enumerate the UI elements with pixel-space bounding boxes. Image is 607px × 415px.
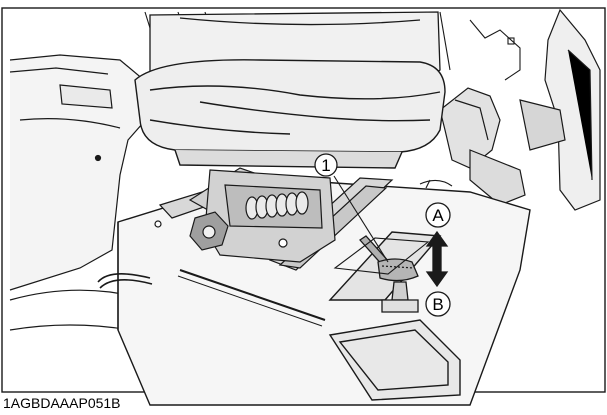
- callout-lever-label: 1: [321, 156, 330, 175]
- up-down-arrow: [425, 230, 449, 288]
- callout-leaders: [333, 175, 389, 263]
- cab-left-panel: [9, 54, 161, 331]
- figure-code: 1AGBDAAAP051B: [3, 395, 121, 411]
- suspension-mechanism: [154, 169, 336, 263]
- callout-down: B: [425, 291, 451, 317]
- seat-cushion: [134, 59, 446, 169]
- callout-down-label: B: [432, 295, 443, 314]
- lever-slot-bracket: [333, 179, 453, 275]
- height-adjust-lever: [359, 235, 419, 313]
- callout-up: A: [425, 202, 451, 228]
- callout-lever: 1: [314, 153, 338, 177]
- callout-up-label: A: [432, 206, 444, 225]
- cable: [97, 273, 153, 289]
- cab-right-column: [439, 8, 601, 211]
